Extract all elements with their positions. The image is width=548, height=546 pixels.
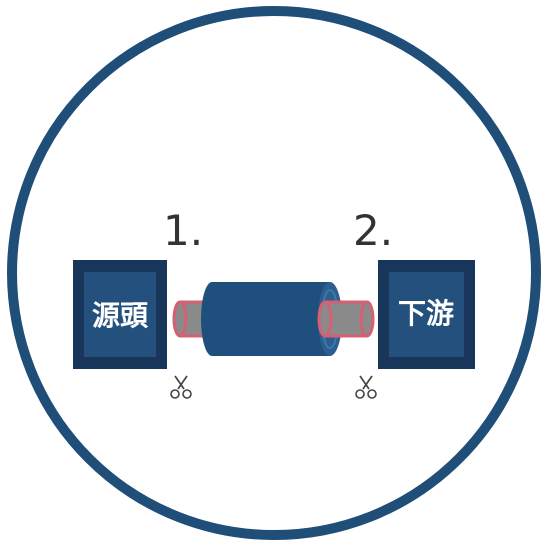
source-box-label: 源頭 [92,299,149,332]
downstream-box: 下游 [378,260,475,369]
scissors-icon [355,375,377,399]
downstream-box-panel [389,272,464,357]
left-pipe-stub-end [172,300,188,338]
main-pipe-left-cap [201,282,223,356]
outer-ring [7,6,541,540]
right-pipe-stub-end [359,300,375,338]
source-box: 源頭 [73,260,167,369]
downstream-box-label: 下游 [398,297,454,330]
main-pipe-body [212,282,330,356]
scissors-icon [170,375,192,399]
right-pipe-stub-start [317,300,333,338]
right-pipe-stub [317,300,375,338]
source-box-panel [84,272,156,357]
step-one-label: 1. [163,206,203,255]
step-two-label: 2. [353,206,393,255]
